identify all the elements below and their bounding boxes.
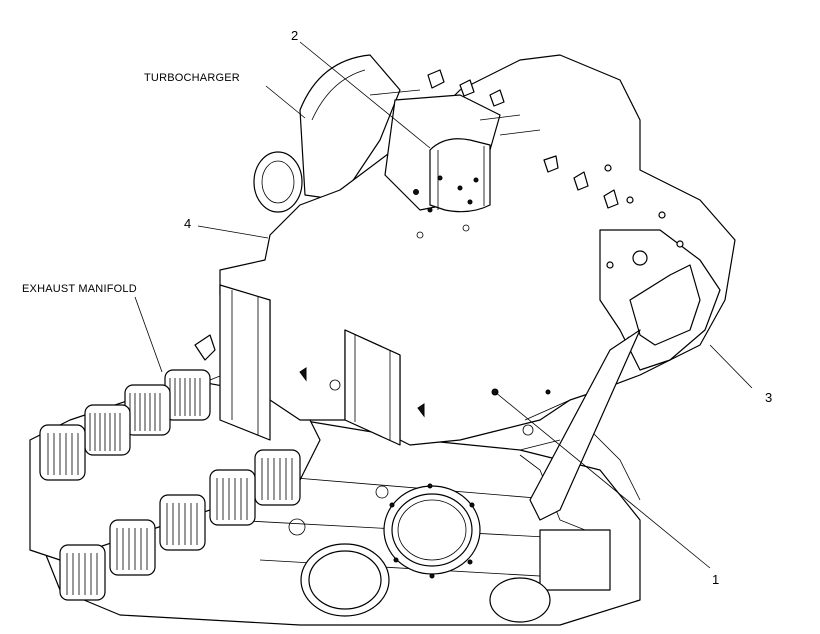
- turbocharger-label: TURBOCHARGER: [144, 72, 240, 84]
- exhaust-manifold-label: EXHAUST MANIFOLD: [22, 283, 137, 295]
- cylinder-bore-lower: [300, 543, 390, 617]
- bellows-row-upper: [39, 369, 211, 481]
- bolt-ring: [389, 483, 475, 579]
- top-fasteners: [369, 69, 619, 209]
- clamp-band: [413, 138, 491, 239]
- cylinder-bore-right: [489, 577, 551, 623]
- bellows-row-lower: [59, 449, 301, 601]
- callout-2: 2: [291, 28, 299, 43]
- turbocharger-housing: [253, 54, 401, 213]
- shield-side-panel-center: [344, 329, 401, 446]
- callout-1: 1: [712, 572, 720, 587]
- fastener-details: [288, 367, 551, 536]
- leader-lines: [134, 41, 753, 569]
- callout-3: 3: [765, 390, 773, 405]
- support-bracket: [519, 329, 641, 521]
- shield-side-panel-left: [219, 284, 271, 441]
- cylinder-bore-upper: [383, 485, 481, 575]
- callout-4: 4: [184, 216, 192, 231]
